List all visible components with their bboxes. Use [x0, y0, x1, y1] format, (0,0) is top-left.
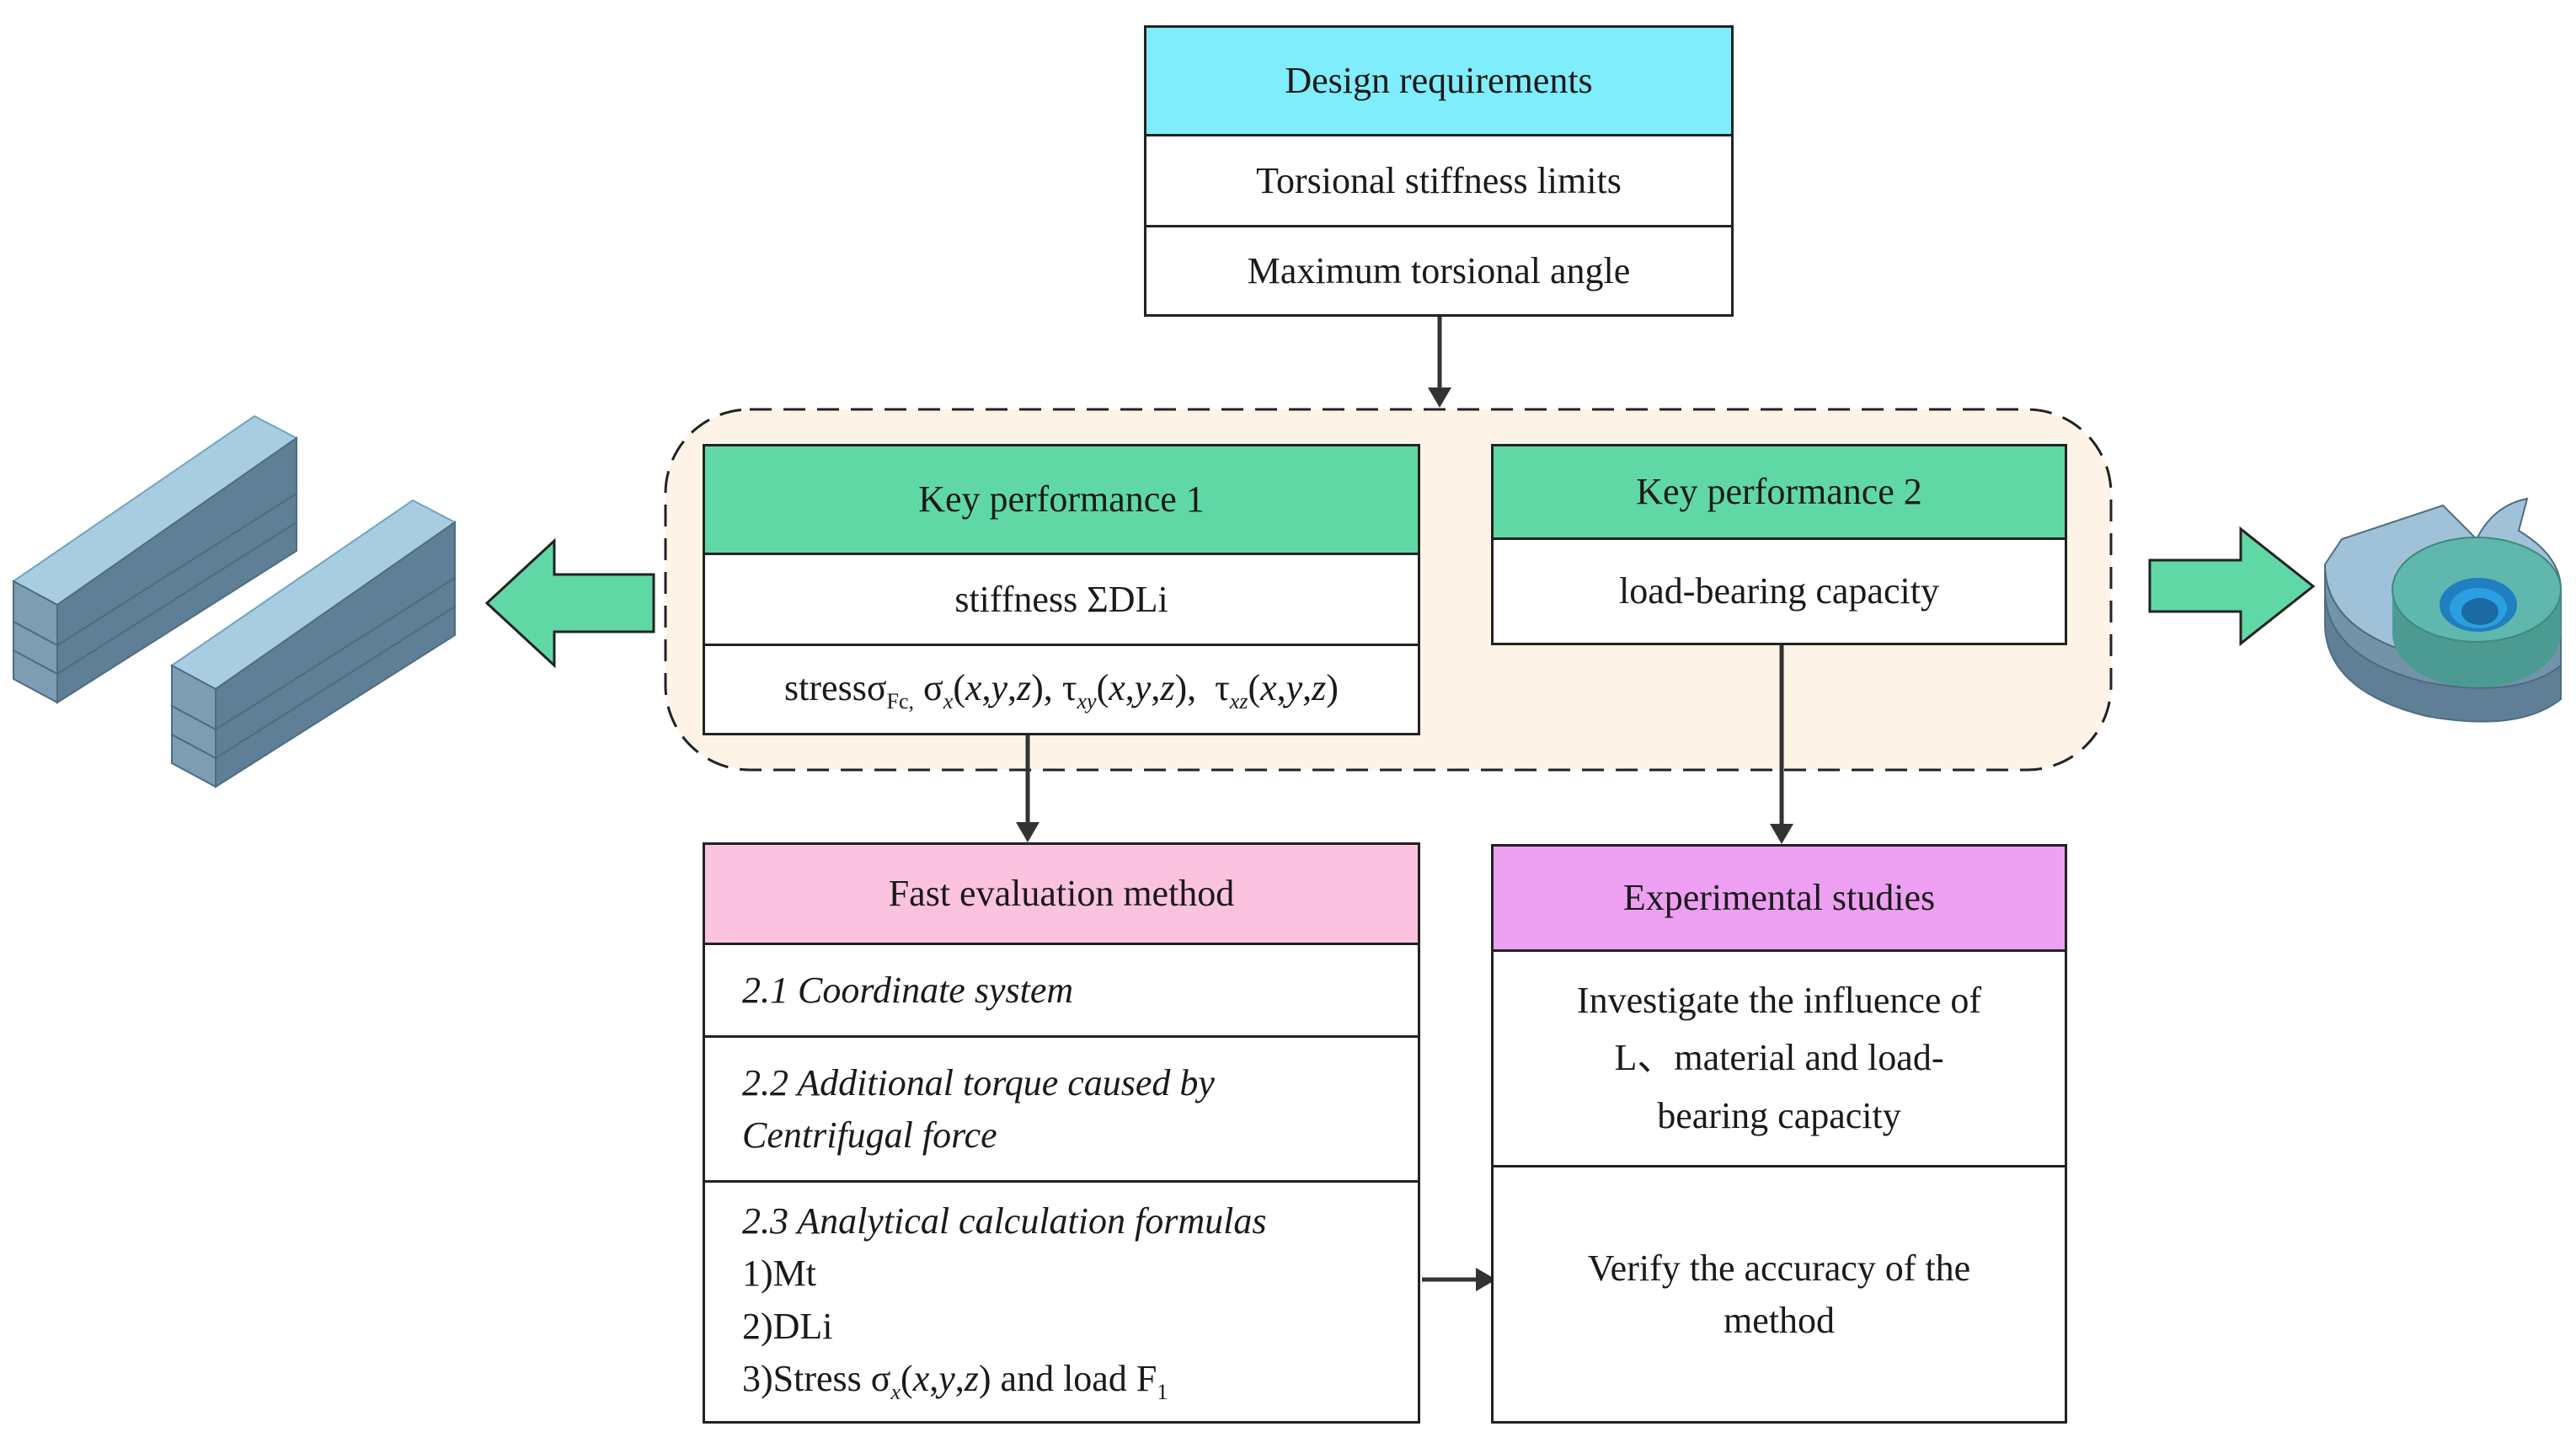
- formula-stress-load: 3)Stress σx(x,y,z) and load F1: [742, 1358, 1168, 1405]
- key-performance-2-header: Key performance 2: [1494, 446, 2065, 537]
- verify-line1: Verify the accuracy of the: [1587, 1247, 1971, 1289]
- fast-evaluation-title: Fast evaluation method: [888, 873, 1235, 915]
- verify-accuracy-row: Verify the accuracy of the method: [1494, 1165, 2065, 1421]
- coordinate-system-text: 2.1 Coordinate system: [742, 969, 1074, 1011]
- investigate-line3: bearing capacity: [1657, 1094, 1901, 1136]
- stress-row: stressσFc, σx(x,y,z), τxy(x,y,z), τxz(x,…: [705, 644, 1418, 733]
- analytical-formulas-title: 2.3 Analytical calculation formulas: [742, 1200, 1267, 1242]
- stress-formula: stressσFc, σx(x,y,z), τxy(x,y,z), τxz(x,…: [784, 666, 1339, 713]
- max-torsional-angle-row: Maximum torsional angle: [1146, 225, 1731, 314]
- investigate-line2: L、material and load-: [1614, 1037, 1944, 1079]
- investigate-influence-row: Investigate the influence of L、material …: [1494, 949, 2065, 1165]
- experimental-studies-box: Experimental studies Investigate the inf…: [1491, 844, 2067, 1424]
- torsional-stiffness-row: Torsional stiffness limits: [1146, 134, 1731, 225]
- verify-line2: method: [1724, 1299, 1835, 1341]
- disc-component-icon: [2323, 497, 2562, 723]
- design-requirements-title: Design requirements: [1285, 60, 1593, 102]
- load-bearing-row: load-bearing capacity: [1494, 537, 2065, 643]
- right-block-arrow-icon: [2148, 526, 2316, 647]
- analytical-formulas-row: 2.3 Analytical calculation formulas 1)Mt…: [705, 1180, 1418, 1421]
- formula-dli: 2)DLi: [742, 1305, 833, 1347]
- experimental-studies-title: Experimental studies: [1622, 877, 1936, 919]
- stiffness-row: stiffness ΣDLi: [705, 553, 1418, 644]
- coordinate-system-row: 2.1 Coordinate system: [705, 943, 1418, 1035]
- fast-evaluation-box: Fast evaluation method 2.1 Coordinate sy…: [703, 842, 1420, 1424]
- additional-torque-line2: Centrifugal force: [742, 1114, 997, 1156]
- fast-evaluation-header: Fast evaluation method: [705, 845, 1418, 943]
- additional-torque-row: 2.2 Additional torque caused by Centrifu…: [705, 1035, 1418, 1180]
- key-performance-2-box: Key performance 2 load-bearing capacity: [1491, 444, 2067, 645]
- stiffness-text: stiffness ΣDLi: [954, 578, 1168, 620]
- key-performance-1-box: Key performance 1 stiffness ΣDLi stressσ…: [703, 444, 1420, 735]
- formula-mt: 1)Mt: [742, 1253, 816, 1295]
- stacked-beams-icon: [12, 414, 457, 788]
- design-requirements-header: Design requirements: [1146, 28, 1731, 134]
- key-performance-2-title: Key performance 2: [1636, 471, 1922, 513]
- additional-torque-line1: 2.2 Additional torque caused by: [742, 1061, 1215, 1103]
- design-requirements-box: Design requirements Torsional stiffness …: [1144, 25, 1734, 317]
- experimental-studies-header: Experimental studies: [1494, 847, 2065, 949]
- investigate-line1: Investigate the influence of: [1576, 980, 1982, 1022]
- torsional-stiffness-text: Torsional stiffness limits: [1256, 159, 1622, 201]
- key-performance-1-header: Key performance 1: [705, 446, 1418, 553]
- arrow-fast-to-exp: [1422, 1268, 1496, 1291]
- load-bearing-text: load-bearing capacity: [1619, 570, 1939, 612]
- arrow-kp1-to-fast: [1016, 735, 1039, 842]
- arrow-design-to-key: [1428, 317, 1451, 408]
- key-performance-1-title: Key performance 1: [918, 478, 1205, 521]
- max-torsional-angle-text: Maximum torsional angle: [1247, 249, 1631, 291]
- arrow-kp2-to-exp: [1770, 645, 1793, 844]
- left-block-arrow-icon: [484, 537, 655, 669]
